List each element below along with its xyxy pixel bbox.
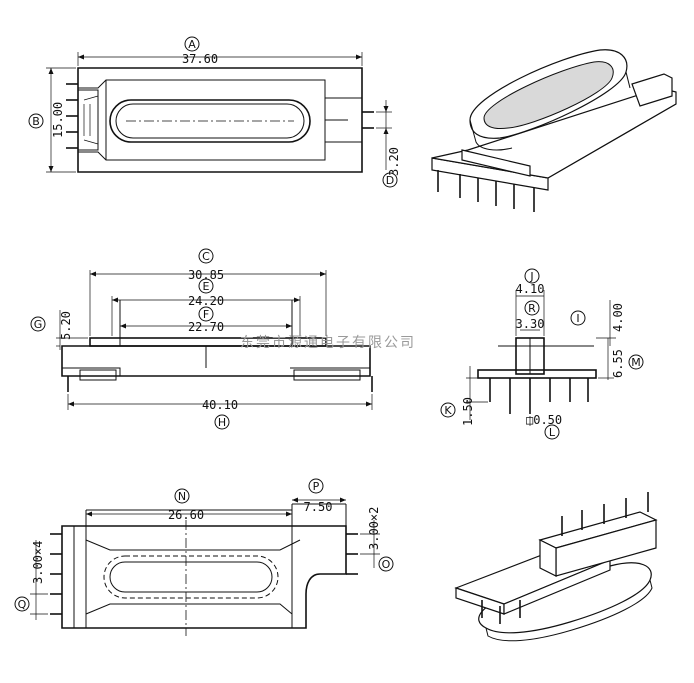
dim-j-label: J xyxy=(529,270,533,283)
dim-k-bubble xyxy=(440,402,456,418)
dim-k-value: 1.50 xyxy=(461,397,475,426)
dim-n-label: N xyxy=(178,490,186,503)
dim-g-bubble xyxy=(30,316,46,332)
top-view: 37.60 A 15.00 B 3.20 D xyxy=(28,36,401,188)
dim-o-label: O xyxy=(382,558,391,571)
dim-m-value: 6.55 xyxy=(611,349,625,378)
dim-l-value: □0.50 xyxy=(526,413,562,427)
dim-m-bubble xyxy=(628,354,644,370)
dim-r-value: 3.30 xyxy=(516,317,545,331)
dim-q-bubble xyxy=(14,596,30,612)
dim-b-label: B xyxy=(32,115,40,128)
dim-r-bubble xyxy=(524,300,540,316)
dim-q-label: Q xyxy=(18,598,27,611)
dim-o-bubble xyxy=(378,556,394,572)
isometric-view-top xyxy=(431,49,677,212)
dim-c-bubble xyxy=(198,248,214,264)
dim-f-value: 22.70 xyxy=(188,320,224,334)
dim-d-value: 3.20 xyxy=(387,147,401,176)
dim-p-label: P xyxy=(313,480,320,493)
dim-h-label: H xyxy=(218,416,226,429)
side-view: 4.10 J 3.30 R 4.00 I 6.55 M 1.50 K □0.50… xyxy=(440,268,644,440)
dim-e-bubble xyxy=(198,278,214,294)
dim-i-bubble xyxy=(570,310,586,326)
dim-l-bubble xyxy=(544,424,560,440)
dim-q-value: 3.00×4 xyxy=(31,541,45,584)
dim-h-value: 40.10 xyxy=(202,398,238,412)
dim-b-bubble xyxy=(28,113,44,129)
dim-n-value: 26.60 xyxy=(168,508,204,522)
dim-r-label: R xyxy=(528,302,536,315)
dim-b-value: 15.00 xyxy=(51,102,65,138)
dim-c-label: C xyxy=(202,250,210,263)
dim-i-label: I xyxy=(576,312,579,325)
dim-g-label: G xyxy=(34,318,43,331)
dim-j-bubble xyxy=(524,268,540,284)
dim-g-value: 5.20 xyxy=(59,311,73,340)
dim-f-bubble xyxy=(198,306,214,322)
dim-i-value: 4.00 xyxy=(611,303,625,332)
dim-k-label: K xyxy=(444,404,452,417)
dim-c-value: 30.85 xyxy=(188,268,224,282)
dim-p-value: 7.50 xyxy=(304,500,333,514)
dim-p-bubble xyxy=(308,478,324,494)
dim-e-label: E xyxy=(203,280,210,293)
dim-j-value: 4.10 xyxy=(516,282,545,296)
dim-e-value: 24.20 xyxy=(188,294,224,308)
dim-a-bubble xyxy=(184,36,200,52)
front-view: 30.85 C 24.20 E 22.70 F 5.20 G 40.10 H xyxy=(30,248,373,430)
isometric-view-bottom xyxy=(454,492,658,642)
dim-d-label: D xyxy=(386,174,394,187)
company-watermark: 东莞市源通电子有限公司 xyxy=(240,334,416,351)
dim-o-value: 3.00×2 xyxy=(367,507,381,550)
dim-f-label: F xyxy=(203,308,209,321)
dim-n-bubble xyxy=(174,488,190,504)
bottom-view: 26.60 N 7.50 P 3.00×2 O 3.00×4 Q xyxy=(14,478,394,636)
dim-h-bubble xyxy=(214,414,230,430)
dim-m-label: M xyxy=(631,356,641,369)
dim-a-label: A xyxy=(188,38,196,51)
dim-d-bubble xyxy=(382,172,398,188)
dim-a-value: 37.60 xyxy=(182,52,218,66)
dim-l-label: L xyxy=(549,426,556,439)
